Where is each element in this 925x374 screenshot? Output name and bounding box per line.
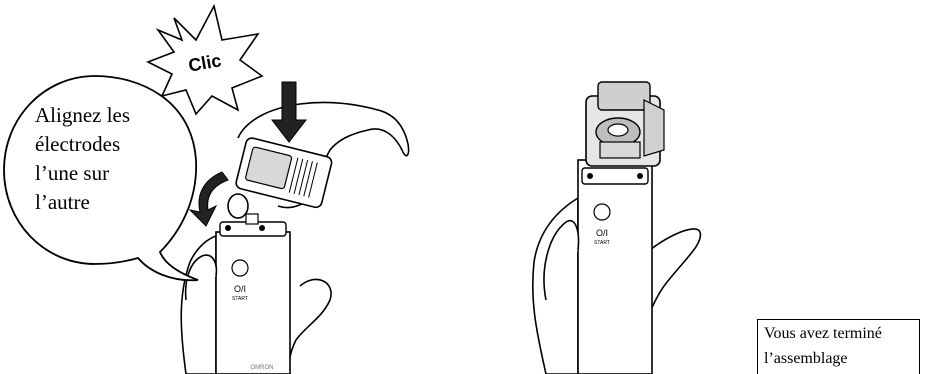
left-power-button xyxy=(232,260,248,276)
left-button-caption: START xyxy=(232,296,248,302)
left-fingertip xyxy=(228,194,248,218)
right-button-caption: START xyxy=(594,240,610,246)
left-button-symbol: O/I xyxy=(234,284,246,294)
right-device-body: O/I START xyxy=(578,160,652,374)
right-button-symbol: O/I xyxy=(596,228,608,238)
speech-bubble-text: Alignez les électrodes l’une sur l’autre xyxy=(35,101,185,217)
right-nebulizer-head xyxy=(586,82,664,166)
completion-note: Vous avez terminé l’assemblage xyxy=(757,319,920,374)
left-brand-label: OMRON xyxy=(251,365,274,371)
left-device-body: O/I START OMRON xyxy=(216,214,290,374)
right-power-button xyxy=(594,204,610,220)
